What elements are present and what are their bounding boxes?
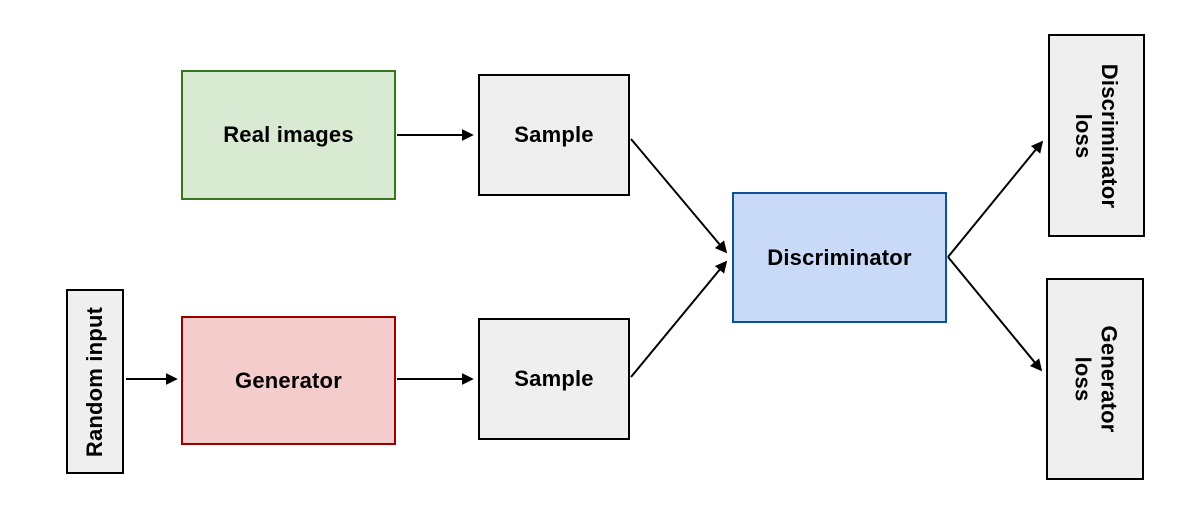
discriminator-loss-box: Discriminator loss [1048, 34, 1145, 237]
sample-real-label: Sample [514, 122, 594, 147]
generator-loss-box: Generator loss [1046, 278, 1144, 480]
real-images-label: Real images [223, 122, 354, 147]
generator-loss-label: Generator loss [1070, 325, 1122, 433]
arrow-discriminator-to-generator-loss [947, 256, 1043, 372]
discriminator-label: Discriminator [767, 244, 912, 270]
discriminator-box: Discriminator [732, 192, 947, 323]
real-images-box: Real images [181, 70, 396, 200]
arrow-sample-top-to-discriminator [630, 138, 728, 254]
random-input-box: Random input [66, 289, 124, 474]
random-input-label: Random input [82, 306, 107, 457]
arrow-discriminator-to-discriminator-loss [947, 140, 1044, 258]
sample-generated-label: Sample [514, 366, 594, 391]
discriminator-loss-label: Discriminator loss [1071, 63, 1123, 208]
generator-box: Generator [181, 316, 396, 445]
generator-label: Generator [235, 367, 342, 393]
sample-real-box: Sample [478, 74, 630, 196]
arrow-sample-bottom-to-discriminator [630, 260, 728, 378]
sample-generated-box: Sample [478, 318, 630, 440]
